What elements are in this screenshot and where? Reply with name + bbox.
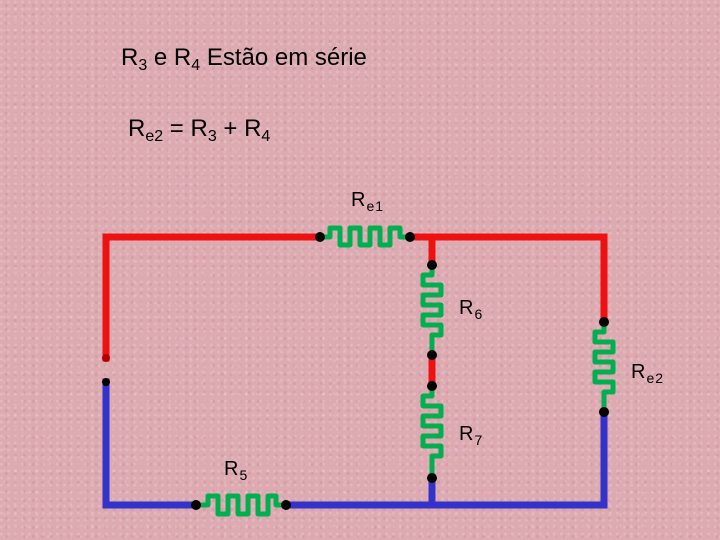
- red-wires: [102, 233, 608, 390]
- left-red-wire: [102, 233, 324, 362]
- node-re2-bottom: [599, 407, 609, 417]
- node-r7-bottom: [427, 473, 437, 483]
- blue-wires: [102, 378, 608, 509]
- terminal-bottom-left: [102, 378, 110, 386]
- node-r5-right: [281, 500, 291, 510]
- heading-text: R3 e R4 Estão em série: [121, 44, 367, 74]
- left-blue-wire: [102, 378, 200, 509]
- label-r7: R7: [459, 423, 484, 448]
- node-re2-top: [599, 317, 609, 327]
- node-r6-bottom: [427, 350, 437, 360]
- node-r6-top: [427, 260, 437, 270]
- resistor-r7: [420, 383, 444, 481]
- resistor-r5: [193, 493, 289, 517]
- label-re2: Re2: [631, 361, 665, 386]
- node-r7-top: [427, 381, 437, 391]
- terminal-top-left: [102, 354, 110, 362]
- nodes: [102, 232, 609, 510]
- label-re1: Re1: [351, 189, 385, 214]
- node-re1-right: [405, 232, 415, 242]
- resistors: [193, 225, 616, 517]
- resistor-re2: [592, 319, 616, 415]
- resistor-r6: [420, 262, 444, 358]
- resistor-re1: [317, 225, 413, 248]
- label-r6: R6: [459, 297, 484, 322]
- node-r5-left: [191, 500, 201, 510]
- equation-text: Re2 = R3 + R4: [128, 115, 271, 145]
- label-r5: R5: [224, 458, 249, 483]
- node-re1-left: [315, 232, 325, 242]
